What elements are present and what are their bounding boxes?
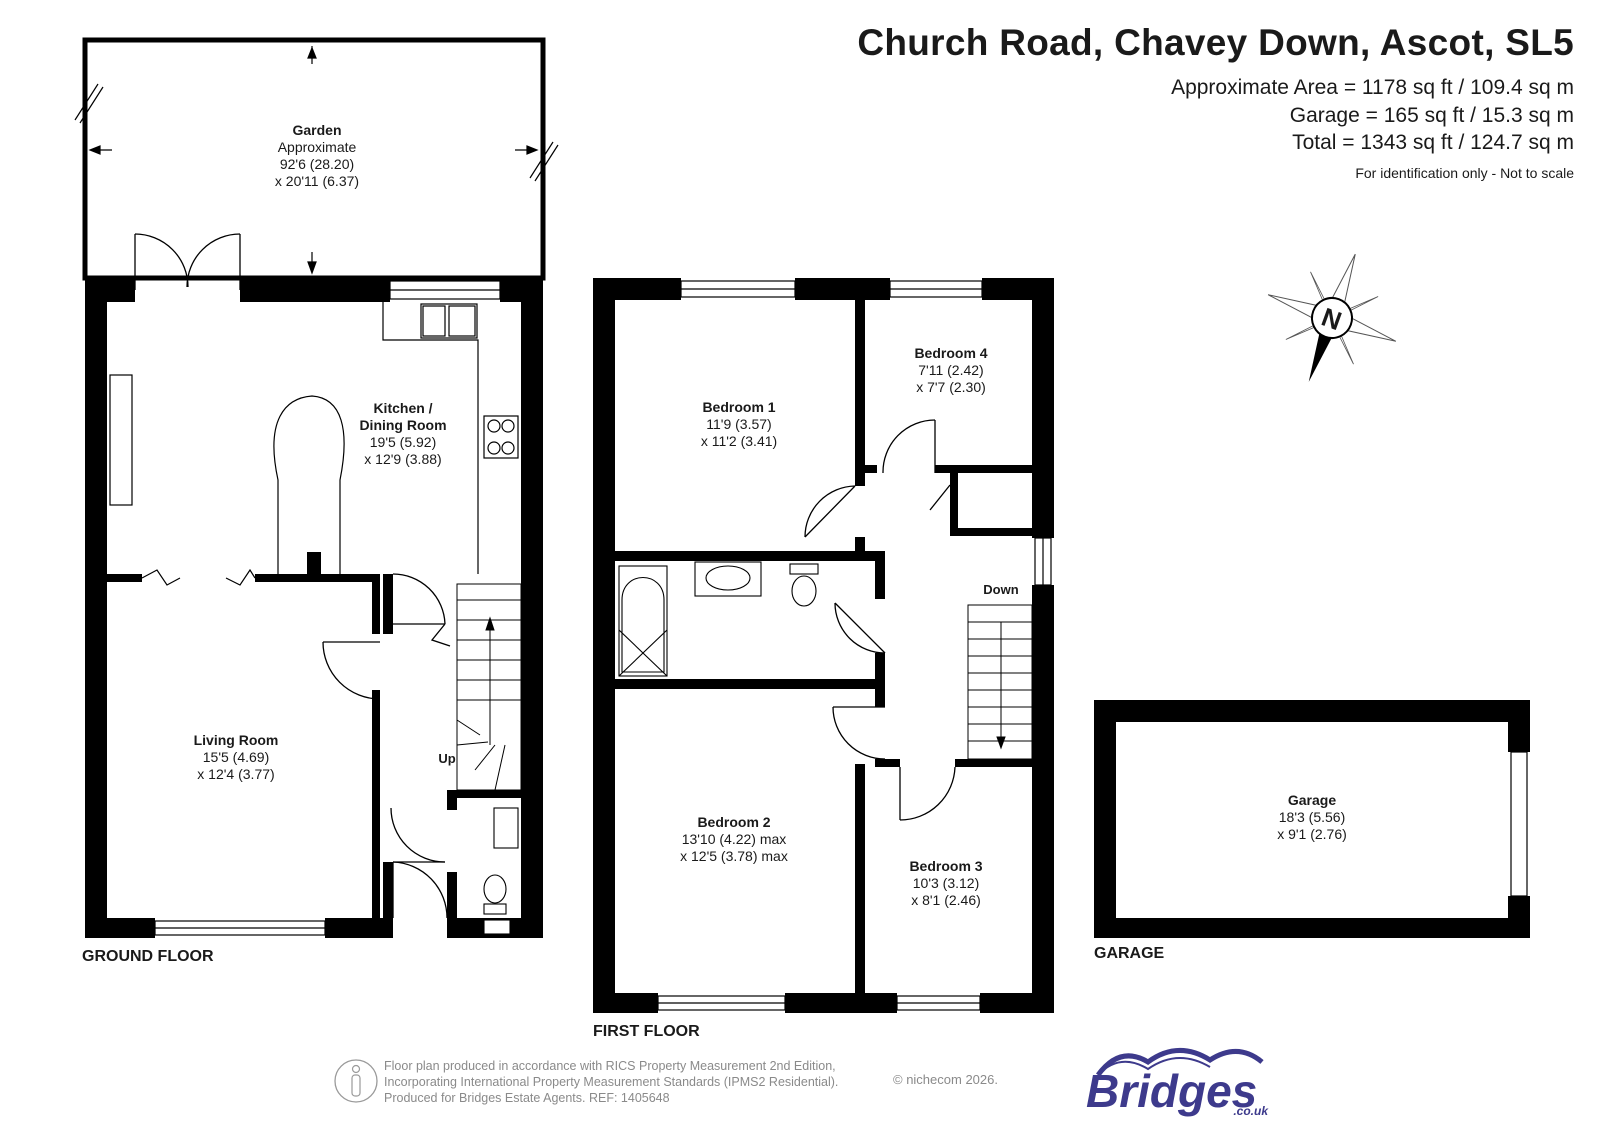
bridges-logo-domain: .co.uk xyxy=(1233,1104,1269,1118)
bedroom4-dim-2: x 7'7 (2.30) xyxy=(916,379,986,395)
copyright: © nichecom 2026. xyxy=(893,1072,998,1087)
ground-floor-plan xyxy=(74,37,559,938)
ground-floor-label: GROUND FLOOR xyxy=(82,948,214,965)
bridges-logo-text: Bridges xyxy=(1086,1065,1257,1117)
garage-door xyxy=(1510,751,1528,897)
kitchen-label-1: Kitchen / xyxy=(373,400,432,416)
compass-icon xyxy=(1267,253,1397,382)
ground-stairs xyxy=(456,583,522,791)
bathroom-fittings xyxy=(618,561,819,677)
first-floor-doors xyxy=(804,419,956,821)
garage-dim-2: x 9'1 (2.76) xyxy=(1277,826,1347,842)
living-room-label: Living Room xyxy=(194,732,279,748)
kitchen-dim-1: 19'5 (5.92) xyxy=(370,434,437,450)
garage-walls xyxy=(1094,700,1530,938)
bedroom2-dim-1: 13'10 (4.22) max xyxy=(682,831,787,847)
bedroom1-dim-1: 11'9 (3.57) xyxy=(706,416,771,432)
approx-area: Approximate Area = 1178 sq ft / 109.4 sq… xyxy=(1171,76,1574,99)
wc-fittings xyxy=(483,807,519,935)
garden-approx: Approximate xyxy=(278,139,357,155)
living-room-dim-2: x 12'4 (3.77) xyxy=(197,766,274,782)
bedroom1-label: Bedroom 1 xyxy=(702,399,775,415)
footer-line-3: Produced for Bridges Estate Agents. REF:… xyxy=(384,1091,670,1105)
bedroom3-dim-1: 10'3 (3.12) xyxy=(913,875,980,891)
garage-area: Garage = 165 sq ft / 15.3 sq m xyxy=(1289,104,1574,127)
bridges-logo: Bridges .co.uk xyxy=(1086,1048,1269,1118)
bedroom1-dim-2: x 11'2 (3.41) xyxy=(701,433,777,449)
bedroom3-label: Bedroom 3 xyxy=(909,858,982,874)
kitchen-dim-2: x 12'9 (3.88) xyxy=(364,451,441,467)
garden-dimension-arrows xyxy=(74,46,559,275)
first-floor-stairs xyxy=(967,604,1033,760)
garden-label: Garden xyxy=(292,122,341,138)
garden-dim-1: 92'6 (28.20) xyxy=(280,156,354,172)
bedroom3-dim-2: x 8'1 (2.46) xyxy=(911,892,981,908)
footer-line-2: Incorporating International Property Mea… xyxy=(384,1075,839,1089)
bedroom4-label: Bedroom 4 xyxy=(914,345,987,361)
garage-label: Garage xyxy=(1288,792,1336,808)
garage-dim-1: 18'3 (5.56) xyxy=(1279,809,1346,825)
not-to-scale-note: For identification only - Not to scale xyxy=(1355,165,1574,181)
total-area: Total = 1343 sq ft / 124.7 sq m xyxy=(1292,131,1574,154)
property-title: Church Road, Chavey Down, Ascot, SL5 xyxy=(857,22,1574,63)
footer-notes: Floor plan produced in accordance with R… xyxy=(384,1058,838,1106)
ground-windows xyxy=(109,280,501,936)
first-floor-walls xyxy=(593,278,1054,1013)
garage-section-label: GARAGE xyxy=(1094,945,1165,962)
living-room-dim-1: 15'5 (4.69) xyxy=(203,749,270,765)
first-floor-label: FIRST FLOOR xyxy=(593,1023,700,1040)
footer-line-1: Floor plan produced in accordance with R… xyxy=(384,1059,836,1073)
french-doors xyxy=(134,233,241,290)
up-label: Up xyxy=(438,751,455,766)
kitchen-units xyxy=(141,302,519,586)
bedroom2-dim-2: x 12'5 (3.78) max xyxy=(680,848,788,864)
bedroom2-label: Bedroom 2 xyxy=(697,814,770,830)
kitchen-label-2: Dining Room xyxy=(359,417,446,433)
down-label: Down xyxy=(983,582,1018,597)
bedroom4-dim-1: 7'11 (2.42) xyxy=(918,362,983,378)
hall-doors xyxy=(322,573,451,919)
person-scale-icon xyxy=(334,1059,378,1103)
ground-floor-walls xyxy=(85,278,543,938)
first-floor-windows xyxy=(657,280,1052,1011)
garden-dim-2: x 20'11 (6.37) xyxy=(275,173,359,189)
